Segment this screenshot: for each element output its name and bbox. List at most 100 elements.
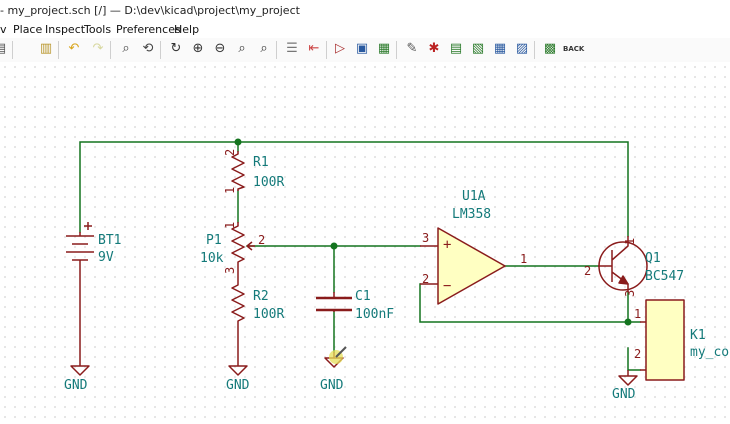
q1-pin-number: 3 bbox=[623, 290, 637, 297]
pcb-editor-icon[interactable]: ▩ bbox=[543, 41, 557, 56]
u1a-ref-label: U1A bbox=[462, 189, 486, 204]
r2-value-label: 100R bbox=[253, 307, 284, 322]
p1-pin-number: 3 bbox=[223, 267, 237, 274]
u1a-plus-sign: + bbox=[443, 237, 451, 253]
battery-bt1 bbox=[66, 232, 94, 360]
zoom-selection-icon[interactable]: ⌕ bbox=[260, 41, 268, 56]
schematic-drawing: BT1 9V R1 100R P1 10k R2 100R C1 100nF U… bbox=[64, 138, 729, 402]
p1-pin-number: 2 bbox=[258, 233, 265, 247]
r1-pin-number: 1 bbox=[223, 187, 237, 194]
u1a-value-label: LM358 bbox=[452, 207, 491, 222]
opamp-u1a bbox=[437, 227, 506, 305]
symbol-browser-icon[interactable]: ▦ bbox=[493, 41, 507, 56]
c1-ref-label: C1 bbox=[355, 289, 371, 304]
toolbar-separator bbox=[276, 41, 277, 59]
menu-bar: v Place Inspect Tools Preferences Help bbox=[0, 22, 730, 38]
netlist-icon[interactable]: ▧ bbox=[471, 41, 485, 56]
schematic-canvas[interactable]: BT1 9V R1 100R P1 10k R2 100R C1 100nF U… bbox=[0, 62, 730, 420]
bt1-value-label: 9V bbox=[98, 250, 114, 265]
q1-value-label: BC547 bbox=[645, 269, 684, 284]
bt1-ref-label: BT1 bbox=[98, 233, 121, 248]
ground-symbol bbox=[618, 370, 638, 386]
c1-value-label: 100nF bbox=[355, 307, 394, 322]
undo-icon[interactable]: ↶ bbox=[68, 41, 80, 56]
r1-ref-label: R1 bbox=[253, 155, 269, 170]
potentiometer-p1 bbox=[231, 222, 245, 280]
wire-junction bbox=[330, 242, 338, 250]
u1a-pin-number: 1 bbox=[520, 252, 527, 266]
wire-junction bbox=[624, 318, 632, 326]
r1-pin-number: 2 bbox=[223, 149, 237, 156]
toolbar-separator bbox=[58, 41, 59, 59]
transistor-q1-arrow bbox=[618, 275, 629, 285]
k1-pin-number: 2 bbox=[634, 347, 641, 361]
k1-ref-label: K1 bbox=[690, 328, 706, 343]
back-annotate-icon[interactable]: BACK bbox=[563, 45, 585, 53]
menu-help[interactable]: Help bbox=[174, 23, 200, 36]
ground-symbol bbox=[228, 360, 248, 376]
r1-value-label: 100R bbox=[253, 175, 284, 190]
simulator-icon[interactable]: ✱ bbox=[428, 41, 440, 56]
toolbar-separator bbox=[534, 41, 535, 59]
u1a-pin-number: 3 bbox=[422, 231, 429, 245]
find-icon[interactable]: ⌕ bbox=[122, 41, 130, 56]
paste-icon[interactable]: ▥ bbox=[39, 41, 53, 56]
menu-place[interactable]: Place bbox=[13, 23, 43, 36]
p1-pin-number: 1 bbox=[223, 222, 237, 229]
battery-plus-mark bbox=[84, 222, 92, 230]
wire bbox=[79, 141, 629, 237]
u1a-pin-number: 2 bbox=[422, 272, 429, 286]
footprint-assign-icon[interactable]: ▦ bbox=[377, 41, 391, 56]
toolbar-separator bbox=[12, 41, 13, 59]
opamp-input-pins bbox=[420, 245, 438, 285]
footprint-editor-icon[interactable]: ▨ bbox=[515, 41, 529, 56]
toolbar: ▤ ▥ ↶ ↷ ⌕ ⟲ ↻ ⊕ ⊖ ⌕ ⌕ ☰ ⇤ ▷ ▣ ▦ ✎ ✱ ▤ ▧ … bbox=[0, 38, 730, 63]
zoom-fit-icon[interactable]: ⌕ bbox=[238, 41, 246, 56]
bom-icon[interactable]: ▤ bbox=[449, 41, 463, 56]
q1-pin-number: 2 bbox=[584, 264, 591, 278]
gnd-label-bt1: GND bbox=[64, 378, 88, 393]
zoom-in-icon[interactable]: ⊕ bbox=[192, 41, 204, 56]
potentiometer-wiper bbox=[246, 241, 255, 251]
zoom-out-icon[interactable]: ⊖ bbox=[214, 41, 226, 56]
gnd-label-k1: GND bbox=[612, 387, 636, 402]
connector-k1-pins bbox=[640, 321, 646, 371]
menu-tools[interactable]: Tools bbox=[84, 23, 112, 36]
toolbar-separator bbox=[160, 41, 161, 59]
gnd-label-c1: GND bbox=[320, 378, 344, 393]
r2-ref-label: R2 bbox=[253, 289, 269, 304]
ground-symbol bbox=[70, 360, 90, 376]
toolbar-separator bbox=[326, 41, 327, 59]
k1-pin-number: 1 bbox=[634, 307, 641, 321]
wire bbox=[419, 283, 629, 323]
print-icon[interactable]: ▤ bbox=[0, 41, 8, 57]
menu-inspect[interactable]: Inspect bbox=[45, 23, 86, 36]
symbol-editor-icon[interactable]: ✎ bbox=[406, 41, 418, 56]
transistor-q1-leads bbox=[598, 236, 629, 292]
p1-ref-label: P1 bbox=[206, 233, 222, 248]
gnd-label-p1: GND bbox=[226, 378, 250, 393]
window-title: - my_project.sch [/] — D:\dev\kicad\proj… bbox=[0, 4, 300, 17]
erc-icon[interactable]: ▣ bbox=[355, 41, 369, 56]
resistor-r2 bbox=[231, 280, 245, 360]
hierarchy-navigator-icon[interactable]: ☰ bbox=[286, 41, 298, 56]
toolbar-separator bbox=[396, 41, 397, 59]
annotate-icon[interactable]: ▷ bbox=[335, 41, 345, 56]
k1-value-label: my_co bbox=[690, 345, 729, 360]
q1-pin-number: 1 bbox=[623, 238, 637, 245]
pencil-cursor-icon bbox=[329, 346, 347, 364]
q1-ref-label: Q1 bbox=[645, 251, 661, 266]
find-replace-icon[interactable]: ⟲ bbox=[142, 41, 154, 56]
capacitor-c1 bbox=[316, 296, 352, 312]
leave-sheet-icon[interactable]: ⇤ bbox=[308, 41, 320, 56]
title-bar: - my_project.sch [/] — D:\dev\kicad\proj… bbox=[0, 0, 730, 22]
connector-k1 bbox=[645, 299, 685, 381]
redo-icon[interactable]: ↷ bbox=[92, 41, 104, 56]
refresh-icon[interactable]: ↻ bbox=[170, 41, 182, 56]
toolbar-separator bbox=[110, 41, 111, 59]
p1-value-label: 10k bbox=[200, 251, 224, 266]
menu-view[interactable]: v bbox=[0, 23, 7, 36]
resistor-r1 bbox=[231, 151, 245, 191]
u1a-minus-sign: − bbox=[443, 278, 451, 294]
menu-preferences[interactable]: Preferences bbox=[116, 23, 181, 36]
